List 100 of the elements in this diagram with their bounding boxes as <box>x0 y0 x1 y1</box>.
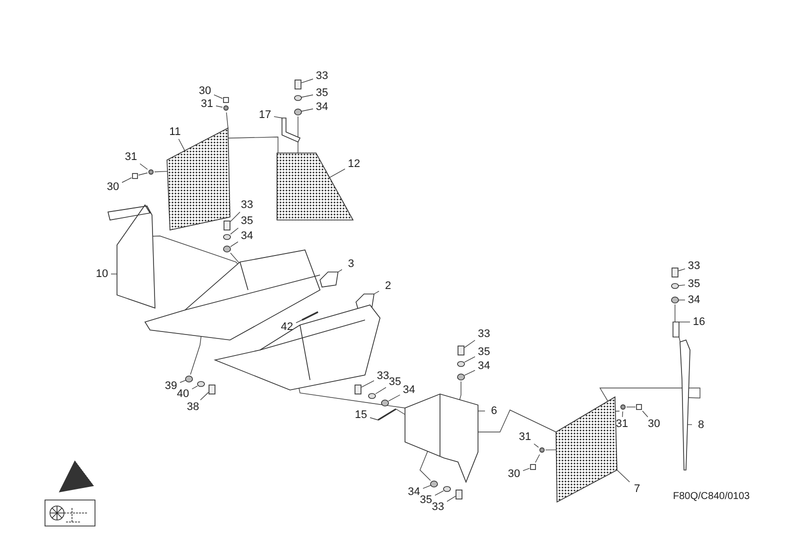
callout-number: 33 <box>685 259 703 273</box>
callout-number: 34 <box>238 229 256 243</box>
leader-line <box>178 138 186 152</box>
leader-line <box>522 468 530 472</box>
leader-line <box>678 284 686 286</box>
pin <box>530 464 536 470</box>
assembly-line <box>626 406 636 408</box>
clip <box>620 404 626 410</box>
callout-number: 34 <box>475 359 493 373</box>
clip <box>223 105 229 111</box>
callout-number: 33 <box>313 69 331 83</box>
leader-line <box>534 444 539 448</box>
pin <box>302 311 318 321</box>
screen-panel <box>166 127 230 230</box>
callout-number: 35 <box>685 277 703 291</box>
bracket <box>320 272 338 288</box>
callout-number: 33 <box>475 327 493 341</box>
leader-line <box>464 356 476 363</box>
leader-line <box>678 268 686 272</box>
drawing-number: F80Q/C840/0103 <box>673 491 750 502</box>
bolt <box>208 384 216 394</box>
leader-line <box>361 380 374 388</box>
callout-number: 10 <box>93 267 111 281</box>
leader-line <box>140 163 148 170</box>
assembly-line <box>478 410 556 432</box>
strip <box>680 340 690 470</box>
leader-line <box>329 168 346 178</box>
callout-number: 3 <box>342 257 360 271</box>
callout-number: 30 <box>196 84 214 98</box>
leader-line <box>122 177 132 183</box>
shield-plate <box>404 394 478 484</box>
leader-line <box>478 410 486 412</box>
assembly-line <box>674 304 676 322</box>
assembly-line <box>190 336 202 375</box>
callout-number: 8 <box>692 418 710 432</box>
washer <box>443 486 451 492</box>
leader-line <box>375 387 386 394</box>
clip <box>539 447 545 453</box>
pin <box>223 97 229 103</box>
leader-line <box>622 411 624 418</box>
assembly-line <box>226 112 228 128</box>
leader-line <box>422 485 431 489</box>
leader-line <box>296 320 302 324</box>
screen-panel <box>556 396 618 503</box>
assembly-line <box>599 388 700 402</box>
leader-line <box>446 496 456 502</box>
leader-line <box>370 417 378 420</box>
pin <box>636 404 642 410</box>
washer <box>197 381 205 387</box>
callout-number: 31 <box>613 417 631 431</box>
callout-number: 34 <box>685 293 703 307</box>
leader-line <box>180 380 186 383</box>
assembly-line <box>154 170 168 172</box>
nut <box>381 400 389 406</box>
pin <box>378 408 396 421</box>
assembly-line <box>396 408 406 415</box>
leader-line <box>301 94 314 98</box>
nut <box>430 480 438 488</box>
assembly-line <box>545 449 557 450</box>
bolt <box>456 490 462 500</box>
washer <box>223 234 231 240</box>
callout-number: 39 <box>162 379 180 393</box>
callout-number: 30 <box>645 417 663 431</box>
callout-number: 6 <box>485 404 503 418</box>
leader-line <box>464 370 476 376</box>
callout-number: 31 <box>516 430 534 444</box>
leader-line <box>642 410 648 418</box>
callout-number: 11 <box>166 125 184 139</box>
leader-line <box>301 108 314 112</box>
pin <box>132 173 138 179</box>
callout-number: 42 <box>278 320 296 334</box>
bolt <box>458 346 464 356</box>
bolt <box>224 220 230 230</box>
nut <box>223 246 231 252</box>
bracket <box>672 322 680 338</box>
assembly-line <box>459 381 462 400</box>
nut <box>457 374 465 380</box>
leader-line <box>216 106 223 108</box>
washer <box>457 361 465 367</box>
callout-number: 30 <box>505 467 523 481</box>
washer <box>368 393 376 399</box>
leader-line <box>230 228 239 235</box>
assembly-line <box>230 252 240 264</box>
leader-line <box>616 470 630 482</box>
assembly-line <box>228 136 278 154</box>
callout-number: 35 <box>238 214 256 228</box>
callout-number: 33 <box>238 198 256 212</box>
clip <box>148 169 154 175</box>
leader-line <box>374 290 380 294</box>
bolt <box>672 268 678 278</box>
callout-number: 38 <box>184 400 202 414</box>
leader-line <box>230 242 238 248</box>
leader-line <box>200 392 209 400</box>
nut <box>185 376 193 382</box>
washer <box>294 95 302 101</box>
nut <box>671 296 679 304</box>
nut <box>294 108 302 116</box>
trough <box>144 250 320 340</box>
washer <box>671 283 679 289</box>
bolt <box>294 80 302 90</box>
